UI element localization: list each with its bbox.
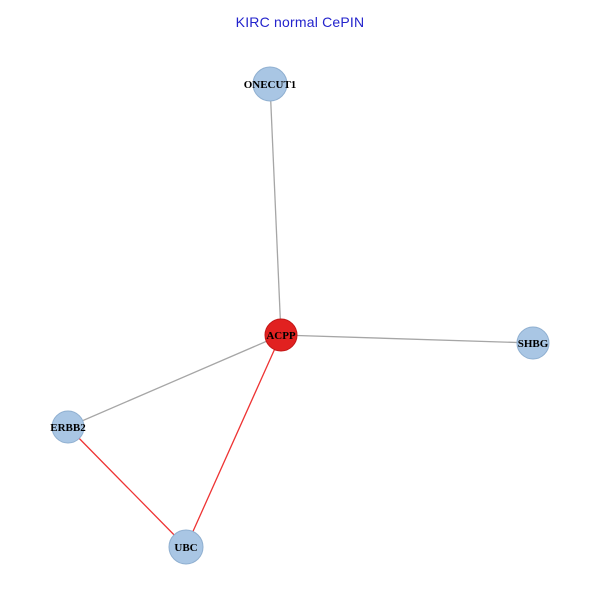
node-ONECUT1[interactable] [252, 66, 288, 102]
node-SHBG[interactable] [516, 326, 550, 360]
edge-ONECUT1-ACPP [269, 83, 282, 336]
node-label-ERBB2: ERBB2 [50, 422, 86, 434]
chart-title: KIRC normal CePIN [235, 14, 365, 30]
node-label-ONECUT1: ONECUT1 [244, 79, 297, 91]
node-UBC[interactable] [168, 529, 204, 565]
edge-ACPP-UBC [185, 334, 282, 548]
node-ACPP[interactable] [264, 318, 298, 352]
edge-ACPP-SHBG [280, 334, 534, 344]
node-label-UBC: UBC [174, 542, 197, 554]
edge-ERBB2-UBC [67, 426, 187, 548]
node-label-SHBG: SHBG [518, 338, 549, 350]
edge-ACPP-ERBB2 [67, 334, 282, 428]
node-label-ACPP: ACPP [266, 330, 296, 342]
node-ERBB2[interactable] [51, 410, 85, 444]
